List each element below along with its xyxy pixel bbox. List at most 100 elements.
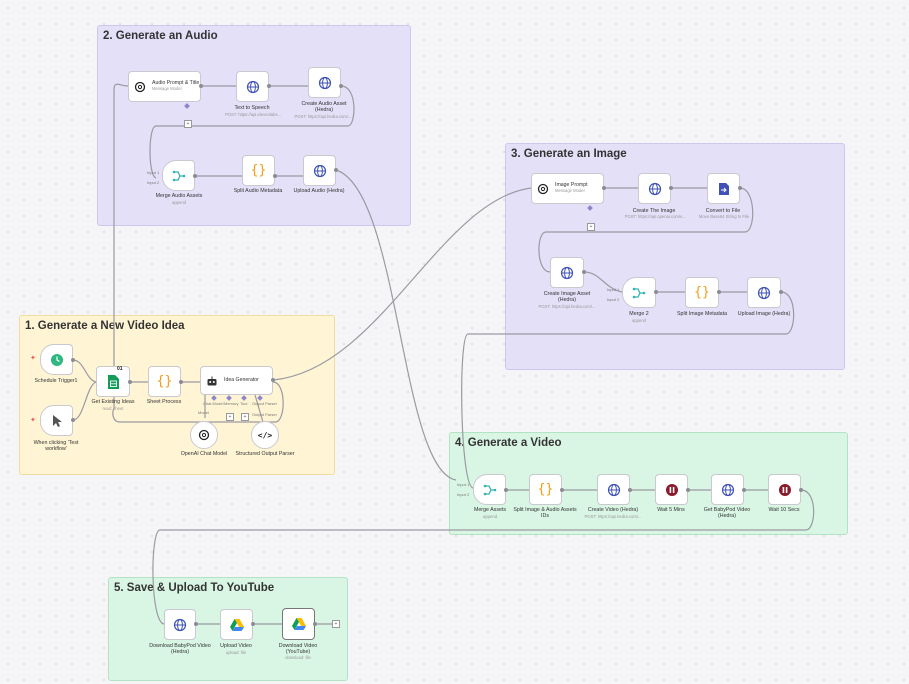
idea-generator-node[interactable]: Idea Generator (200, 366, 273, 395)
get-existing-ideas-node[interactable] (96, 366, 130, 397)
google-sheets-icon (107, 374, 119, 389)
output-port[interactable] (194, 622, 198, 626)
input-label: Input 1 (607, 287, 620, 292)
output-port[interactable] (738, 186, 742, 190)
output-port[interactable] (267, 84, 271, 88)
create-image-asset-node[interactable] (550, 257, 584, 288)
split-image-audio-ids-node[interactable]: {} (529, 474, 562, 505)
pause-icon (778, 483, 792, 497)
port-label: Memory (224, 401, 239, 406)
node-label: Structured Output Parser (235, 451, 295, 457)
sheet-process-node[interactable]: {} (148, 366, 181, 397)
openai-icon (198, 429, 210, 441)
node-label: Sheet Process (146, 399, 182, 405)
merge-2-node[interactable] (622, 277, 656, 308)
node-label: Create Audio Asset (Hedra) (301, 101, 347, 114)
output-port[interactable] (179, 380, 183, 384)
robot-icon (206, 375, 218, 387)
create-image-node[interactable] (638, 173, 671, 204)
node-label: Create Image Asset (Hedra) (543, 291, 591, 304)
output-port[interactable] (313, 622, 317, 626)
get-babypod-video-node[interactable] (711, 474, 744, 505)
port-label: Tool (240, 401, 248, 406)
output-port[interactable] (654, 290, 658, 294)
output-port[interactable] (334, 168, 338, 172)
upload-audio-node[interactable] (303, 155, 336, 186)
input-label: Input 1 (457, 482, 470, 487)
add-tool-button[interactable]: + (241, 413, 249, 421)
output-port[interactable] (71, 358, 75, 362)
output-port[interactable] (717, 290, 721, 294)
group-title: 1. Generate a New Video Idea (25, 320, 185, 332)
create-video-node[interactable] (597, 474, 630, 505)
output-port[interactable] (669, 186, 673, 190)
node-subtitle: POST: https://api.hedra.com/... (538, 304, 596, 309)
output-port[interactable] (504, 488, 508, 492)
node-subtitle: read: sheet (102, 406, 124, 411)
node-subtitle: download: file (285, 655, 311, 660)
output-port[interactable] (339, 84, 343, 88)
add-tool-button[interactable]: + (184, 120, 192, 128)
group-title: 4. Generate a Video (455, 437, 562, 449)
add-tool-button[interactable]: + (587, 223, 595, 231)
output-port[interactable] (742, 488, 746, 492)
output-port[interactable] (779, 290, 783, 294)
output-port[interactable] (560, 488, 564, 492)
wait-10-secs-node[interactable] (768, 474, 801, 505)
globe-icon (757, 286, 771, 300)
output-port[interactable] (193, 174, 197, 178)
node-subtitle: POST: https://api.elevenlabs... (224, 112, 282, 117)
output-port[interactable] (128, 380, 132, 384)
output-port[interactable] (273, 174, 277, 178)
manual-trigger-node[interactable] (40, 405, 73, 436)
output-port[interactable] (799, 488, 803, 492)
merge-assets-node[interactable] (473, 474, 506, 505)
globe-icon (313, 164, 327, 178)
pin-badge: 01 (117, 366, 123, 372)
tts-node[interactable] (236, 71, 269, 102)
connection (112, 83, 284, 423)
split-audio-metadata-node[interactable]: {} (242, 155, 275, 186)
node-title: Audio Prompt & Title (152, 80, 200, 87)
node-label: Get BabyPod Video (Hedra) (703, 507, 751, 520)
node-label: Split Image Metadata (676, 311, 728, 317)
globe-icon (721, 483, 735, 497)
download-youtube-video-node[interactable] (282, 608, 315, 640)
output-port[interactable] (582, 270, 586, 274)
output-port[interactable] (686, 488, 690, 492)
clock-icon (50, 353, 64, 367)
node-subtitle: append (172, 200, 186, 205)
output-port[interactable] (602, 186, 606, 190)
merge-audio-assets-node[interactable] (162, 160, 195, 191)
connection (538, 187, 754, 273)
google-drive-icon (229, 618, 244, 631)
node-label: Split Image & Audio Assets IDs (513, 507, 577, 520)
openai-chat-model-node[interactable] (190, 421, 218, 449)
node-subtitle: POST: https://api.hedra.com/... (584, 514, 642, 519)
upload-video-node[interactable] (220, 609, 253, 640)
output-port[interactable] (251, 622, 255, 626)
output-port[interactable] (271, 378, 275, 382)
output-port[interactable] (199, 84, 203, 88)
connection (254, 394, 264, 423)
create-audio-asset-node[interactable] (308, 67, 341, 98)
connection (583, 271, 623, 293)
output-port[interactable] (628, 488, 632, 492)
upload-image-node[interactable] (747, 277, 781, 308)
download-babypod-video-node[interactable] (164, 609, 196, 640)
code-braces-icon: {} (537, 482, 554, 497)
wait-5-mins-node[interactable] (655, 474, 688, 505)
structured-output-parser-node[interactable]: </> (251, 421, 279, 449)
node-subtitle: upload: file (225, 650, 247, 655)
convert-to-file-node[interactable] (707, 173, 740, 204)
node-label: Wait 10 Secs (768, 507, 800, 513)
add-memory-button[interactable]: + (226, 413, 234, 421)
schedule-trigger-node[interactable] (40, 344, 73, 375)
split-image-metadata-node[interactable]: {} (685, 277, 719, 308)
output-port[interactable] (71, 418, 75, 422)
add-node-button[interactable]: + (332, 620, 340, 628)
node-label: Wait 5 Mins (657, 507, 685, 513)
